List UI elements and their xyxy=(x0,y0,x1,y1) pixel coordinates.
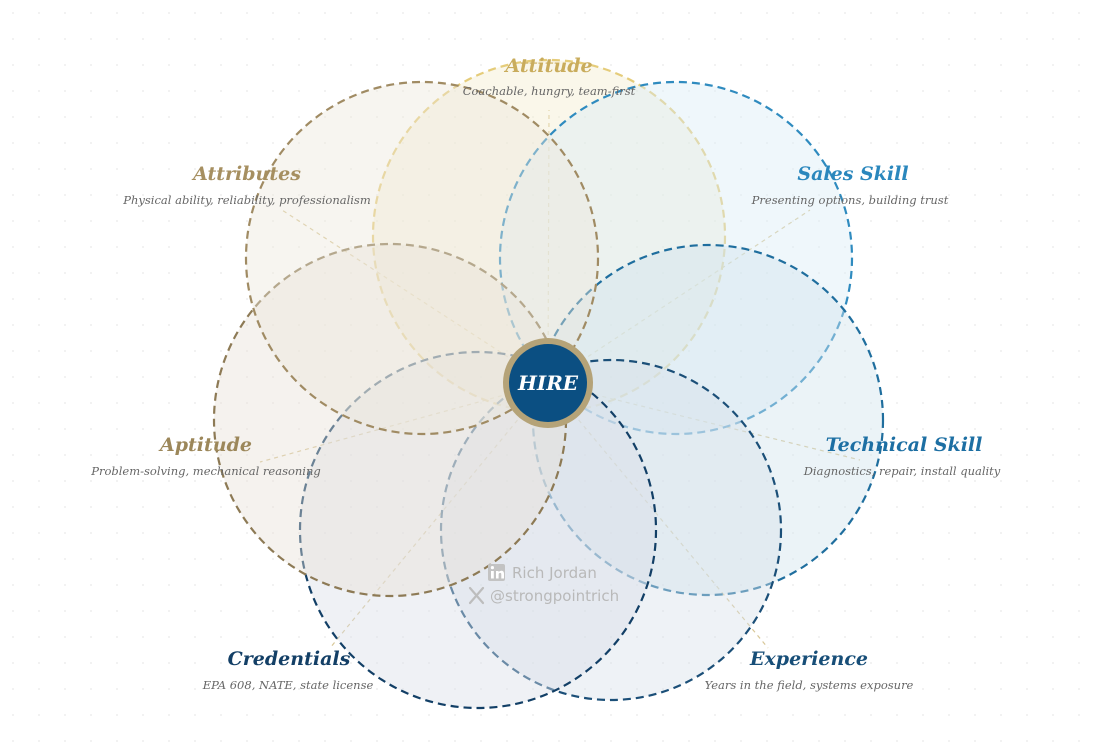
credentials-subtitle: EPA 608, NATE, state license xyxy=(202,678,374,692)
sales-circle xyxy=(498,80,854,436)
credentials-circle xyxy=(298,350,658,710)
center-hub: HIRE xyxy=(503,338,593,428)
experience-connector-line xyxy=(547,382,769,649)
aptitude-connector-line xyxy=(259,382,549,463)
connector-lines xyxy=(259,109,861,649)
technical-skill-title: Technical Skill xyxy=(826,434,983,456)
attributes-subtitle: Physical ability, reliability, professio… xyxy=(122,193,371,207)
aptitude-subtitle: Problem-solving, mechanical reasoning xyxy=(90,464,321,478)
center-circle xyxy=(509,344,587,422)
technical-skill-subtitle: Diagnostics, repair, install quality xyxy=(803,464,1001,478)
watermark: Rich Jordan @strongpointrich xyxy=(468,564,619,605)
technical-connector-line xyxy=(547,382,861,461)
sales-skill-subtitle: Presenting options, building trust xyxy=(751,193,949,207)
attributes-title: Attributes xyxy=(191,163,301,185)
linkedin-icon xyxy=(488,564,505,581)
petal-circles xyxy=(212,58,885,710)
sales-skill-title: Sales Skill xyxy=(797,163,908,185)
linkedin-name: Rich Jordan xyxy=(512,564,597,582)
attitude-subtitle: Coachable, hungry, team-first xyxy=(463,84,636,98)
credentials-connector-line xyxy=(329,382,549,649)
aptitude-title: Aptitude xyxy=(158,434,252,456)
experience-circle xyxy=(439,358,783,702)
experience-subtitle: Years in the field, systems exposure xyxy=(705,678,914,692)
petal-labels: Attitude Coachable, hungry, team-first S… xyxy=(90,55,1001,692)
center-label: HIRE xyxy=(517,371,579,395)
experience-title: Experience xyxy=(749,648,868,670)
credentials-title: Credentials xyxy=(228,648,351,670)
x-logo-icon xyxy=(468,586,485,605)
attitude-connector-line xyxy=(547,109,550,384)
attitude-title: Attitude xyxy=(503,55,592,77)
attributes-connector-line xyxy=(281,209,549,384)
attributes-circle xyxy=(244,80,600,436)
x-handle: @strongpointrich xyxy=(490,587,619,605)
